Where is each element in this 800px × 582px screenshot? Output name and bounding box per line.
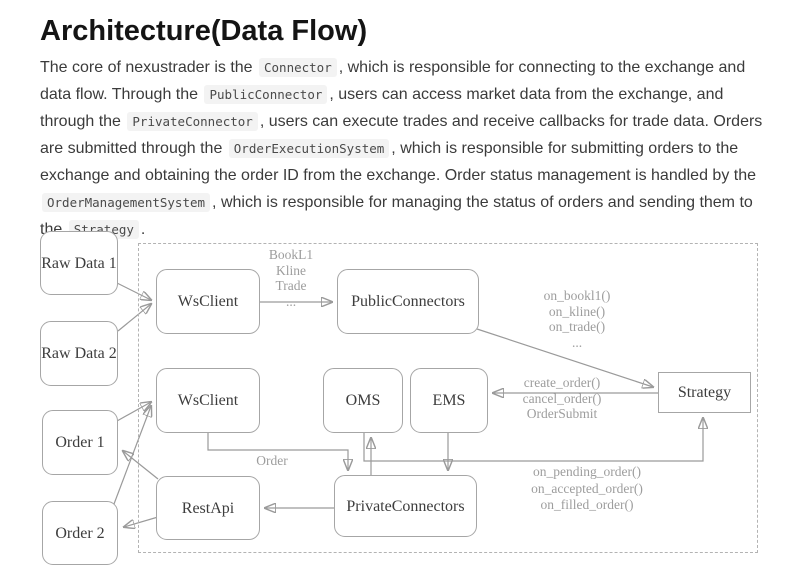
node-strategy: Strategy: [658, 372, 751, 413]
paragraph-text: , users can access market data from the …: [40, 86, 724, 130]
node-raw-data-2: Raw Data 2: [40, 321, 118, 386]
edge-label-line: Order: [256, 453, 288, 468]
edge-label-line: ...: [285, 293, 297, 309]
edge-label-line: Kline: [276, 262, 306, 278]
edge-label-market-stream: BookL1 Kline Trade ...: [241, 247, 341, 309]
connector-boundary-frame: [138, 243, 758, 553]
node-label: Order 1: [55, 434, 105, 451]
edge-label-line: cancel_order(): [522, 390, 602, 406]
edge-label-order: Order: [240, 453, 304, 469]
edge-label-line: create_order(): [523, 375, 601, 390]
edge-oms-strategy: [363, 418, 703, 462]
inline-code-order-execution-system: OrderExecutionSystem: [228, 139, 390, 158]
inline-code-public-connector: PublicConnector: [204, 85, 328, 104]
node-label: PublicConnectors: [351, 293, 465, 310]
edge-rawdata1-wsclient1: [116, 282, 151, 300]
edge-label-line: on_filled_order(): [540, 497, 634, 512]
edge-restapi-order1: [123, 451, 159, 480]
edge-label-line: on_trade(): [548, 319, 606, 334]
node-label: WsClient: [177, 293, 239, 310]
paragraph-text: , users can execute trades and receive c…: [40, 113, 763, 157]
inline-code-connector: Connector: [259, 58, 337, 77]
paragraph-text: , which is responsible for submitting or…: [40, 140, 756, 184]
node-label: Order 2: [55, 524, 105, 542]
edge-label-line: ...: [571, 334, 583, 350]
node-ws-client-2: WsClient: [156, 368, 260, 433]
paragraph-text: .: [140, 221, 146, 238]
node-ws-client-1: WsClient: [156, 269, 260, 334]
node-raw-data-1: Raw Data 1: [40, 231, 118, 295]
page-title: Architecture(Data Flow): [40, 15, 368, 47]
edge-label-line: on_accepted_order(): [531, 480, 643, 496]
node-order-1: Order 1: [42, 410, 118, 475]
node-public-connectors: PublicConnectors: [337, 269, 479, 334]
edge-label-line: Trade: [275, 278, 307, 293]
node-oms: OMS: [323, 368, 403, 433]
paragraph-text: , which is responsible for connecting to…: [40, 59, 746, 103]
node-ems: EMS: [410, 368, 488, 433]
node-label: Strategy: [677, 384, 732, 401]
node-label: Raw Data 2: [41, 345, 117, 362]
edge-wsclient2-privateconnectors: [207, 433, 348, 470]
inline-code-private-connector: PrivateConnector: [127, 112, 258, 131]
intro-paragraph: The core of nexustrader is the Connector…: [40, 54, 764, 243]
edge-label-line: on_kline(): [548, 303, 606, 319]
paragraph-text: The core of nexustrader is the: [40, 59, 257, 76]
node-label: PrivateConnectors: [346, 497, 465, 515]
node-label: EMS: [432, 392, 466, 409]
node-label: WsClient: [177, 392, 239, 409]
node-label: RestApi: [181, 499, 235, 517]
node-private-connectors: PrivateConnectors: [334, 475, 477, 537]
edge-label-line: OrderSubmit: [526, 406, 598, 421]
edge-rawdata2-wsclient1: [117, 304, 151, 332]
node-order-2: Order 2: [42, 501, 118, 565]
edge-label-line: on_pending_order(): [533, 464, 641, 479]
edge-label-market-callbacks: on_bookl1() on_kline() on_trade() ...: [517, 288, 637, 350]
node-label: Raw Data 1: [41, 254, 117, 272]
edge-label-line: BookL1: [268, 247, 314, 262]
edge-label-order-commands: create_order() cancel_order() OrderSubmi…: [502, 375, 622, 422]
edge-label-line: on_bookl1(): [543, 288, 611, 303]
edge-restapi-order2: [124, 516, 159, 527]
edge-publicconnectors-strategy: [476, 328, 653, 387]
edge-label-order-callbacks: on_pending_order() on_accepted_order() o…: [517, 464, 657, 514]
node-rest-api: RestApi: [156, 476, 260, 540]
inline-code-order-management-system: OrderManagementSystem: [42, 193, 211, 212]
node-label: OMS: [345, 392, 381, 409]
